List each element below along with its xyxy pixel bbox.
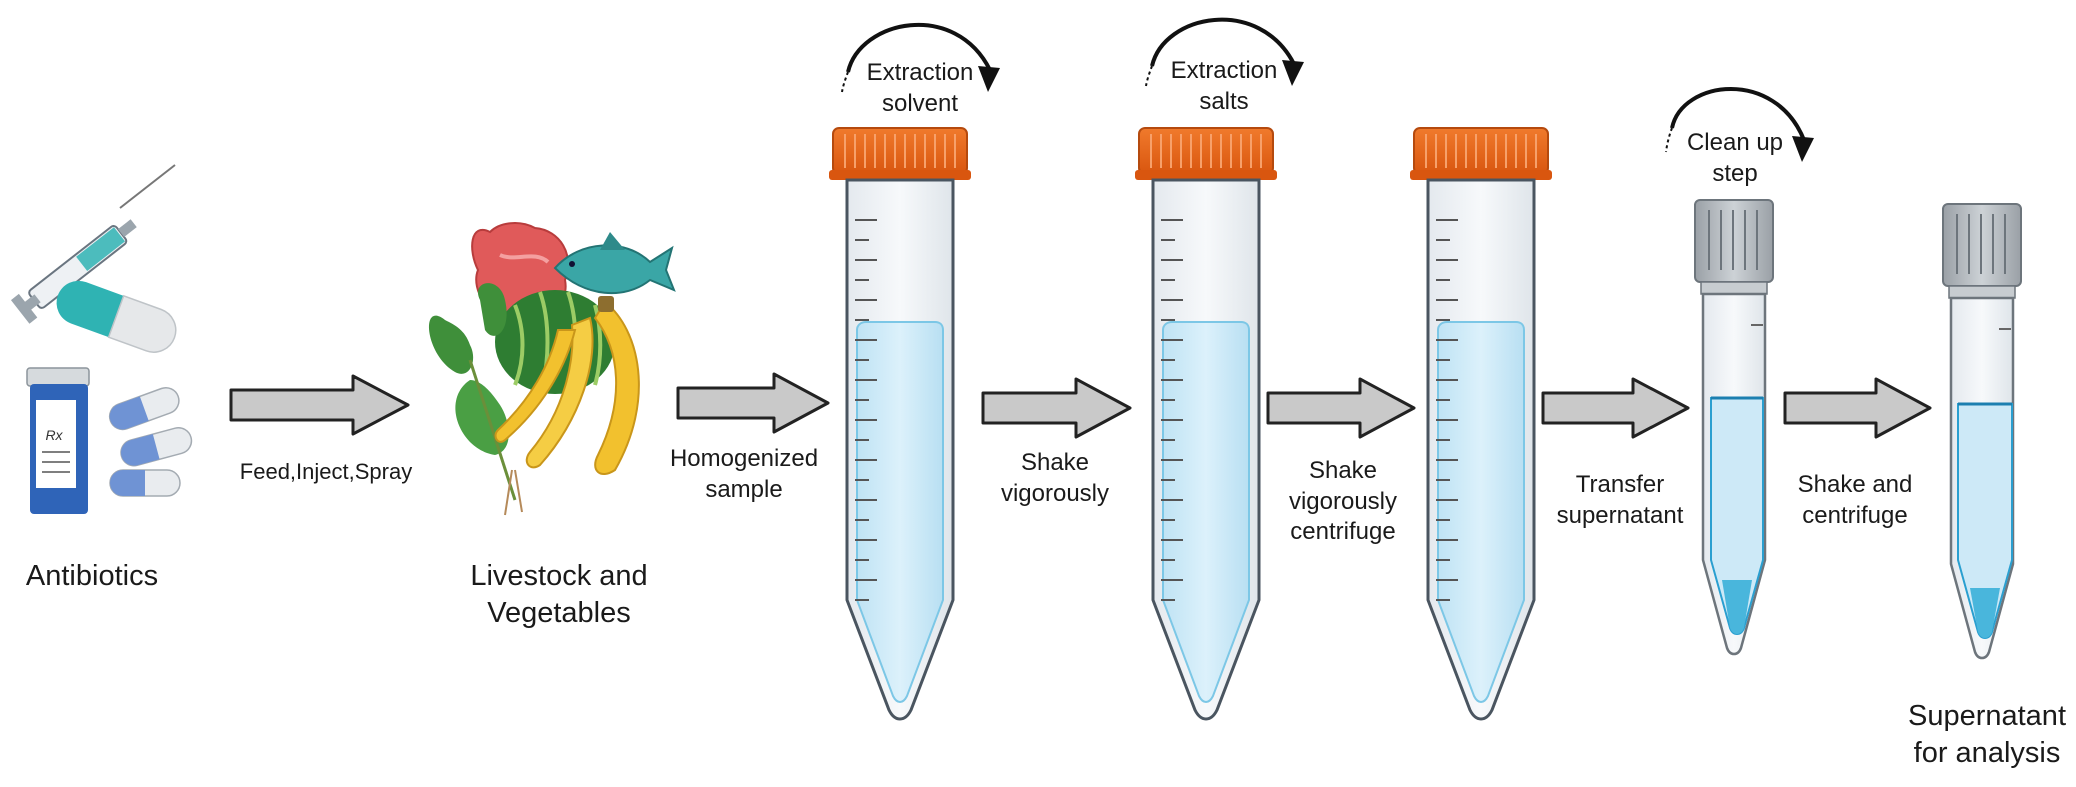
extraction-solvent-line-2: solvent (881, 89, 959, 117)
clean-up-step-label: Clean up step (1680, 128, 1790, 189)
shake-cent-line-2: vigorously (1288, 487, 1398, 515)
pill-bottle-icon: Rx (26, 367, 90, 514)
homogenized-sample-label: Homogenized sample (668, 444, 820, 505)
shake-and-centrifuge-label: Shake and centrifuge (1790, 470, 1920, 531)
livestock-line-2: Vegetables (487, 597, 631, 630)
cleanup-line-1: Clean up (1686, 129, 1784, 156)
extraction-solvent-line-1: Extraction (866, 59, 974, 86)
transfer-line-2: supernatant (1556, 501, 1684, 529)
flow-arrow-5 (1541, 377, 1690, 439)
homogenized-line-2: sample (705, 475, 783, 503)
extraction-salts-line-2: salts (1199, 87, 1249, 115)
rx-mark: Rx (45, 427, 63, 443)
centrifuge-tube-icon (1408, 126, 1554, 721)
pill-icon (108, 386, 193, 497)
shake-cent-line-1: Shake (1308, 457, 1378, 484)
shake-vigorously-centrifuge-label: Shake vigorously centrifuge (1278, 456, 1408, 548)
rotate-arrow-icon (1665, 87, 1814, 162)
rotate-arrow-icon (1145, 17, 1304, 87)
homogenized-line-1: Homogenized (669, 445, 819, 472)
shake-vigorously-label: Shake vigorously (990, 448, 1120, 509)
fish-icon (553, 232, 676, 295)
supernatant-line-2: for analysis (1913, 737, 2061, 770)
shake-vig-line-2: vigorously (1000, 479, 1110, 507)
supernatant-line-1: Supernatant (1907, 700, 2066, 732)
capsule-icon (56, 280, 177, 353)
shake-vig-line-1: Shake (1020, 449, 1090, 476)
rotate-arrow-icon (841, 22, 1000, 93)
supernatant-for-analysis-label: Supernatant for analysis (1904, 698, 2070, 772)
centrifuge-tube-icon (1133, 126, 1279, 721)
shake-cent-line-3: centrifuge (1290, 518, 1396, 546)
transfer-supernatant-label: Transfer supernatant (1550, 470, 1690, 531)
cleanup-line-2: step (1712, 159, 1758, 187)
antibiotics-text: Antibiotics (25, 560, 159, 592)
extraction-salts-line-1: Extraction (1170, 57, 1278, 84)
flow-arrow-4 (1266, 377, 1416, 439)
supernatant-liquid (1957, 402, 2013, 639)
livestock-line-1: Livestock and (470, 560, 648, 592)
shake-and-cent-line-1: Shake and (1797, 471, 1913, 498)
flow-arrow-2 (676, 372, 830, 434)
supernatant-liquid (1710, 396, 1764, 635)
syringe-icon (10, 164, 176, 324)
livestock-vegetables-label: Livestock and Vegetables (462, 558, 656, 632)
shake-and-cent-line-2: centrifuge (1802, 501, 1908, 529)
feed-inject-spray-label: Feed,Inject,Spray (236, 458, 416, 486)
flow-arrow-6 (1783, 377, 1932, 439)
extraction-solvent-label: Extraction solvent (858, 58, 982, 119)
centrifuge-tube-icon (829, 127, 971, 721)
feed-inject-spray-text: Feed,Inject,Spray (239, 459, 413, 484)
transfer-line-1: Transfer (1575, 471, 1665, 498)
flow-arrow-3 (981, 377, 1132, 439)
banana-icon (494, 296, 640, 475)
extraction-salts-label: Extraction salts (1162, 56, 1286, 117)
antibiotics-label: Antibiotics (22, 558, 162, 595)
flow-arrow-1 (229, 374, 410, 436)
